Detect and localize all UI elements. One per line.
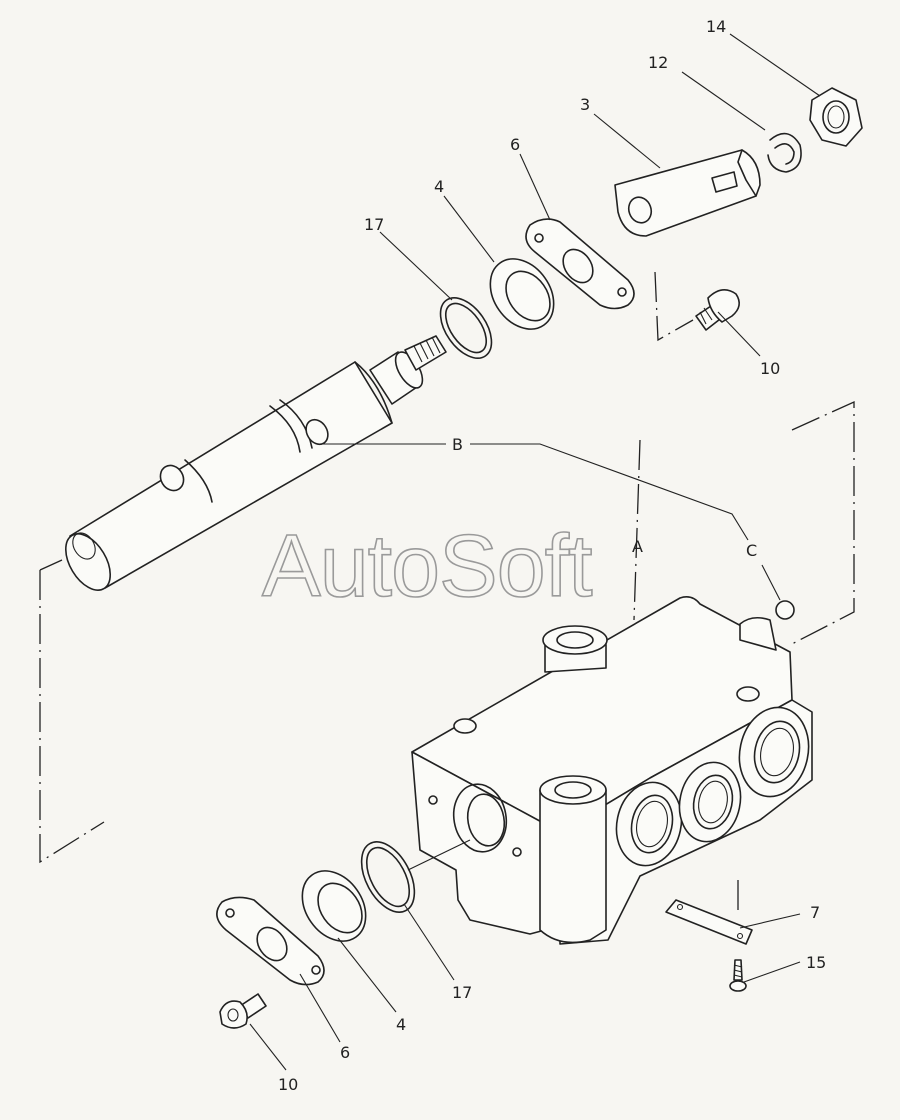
- callout-17-bottom: 17: [452, 983, 472, 1002]
- seal-ring-top: [489, 258, 555, 330]
- callout-C: C: [746, 541, 757, 560]
- callout-14: 14: [706, 17, 726, 36]
- callout-4-top: 4: [434, 177, 444, 196]
- assembly-axis-lines: [39, 271, 855, 910]
- callout-7: 7: [810, 903, 820, 922]
- callout-12: 12: [648, 53, 668, 72]
- leader-lines: [249, 33, 821, 1071]
- spool-shaft: [64, 335, 447, 591]
- callout-labels: 14 12 3 6 4 17 10 B A C 7 15 17 4 6 10: [278, 17, 826, 1094]
- lock-washer: [767, 132, 802, 173]
- callout-A: A: [632, 537, 643, 556]
- flange-plate-top: [525, 218, 635, 310]
- callout-3: 3: [580, 95, 590, 114]
- bolt-bottom: [219, 993, 267, 1029]
- callout-10-bottom: 10: [278, 1075, 298, 1094]
- callout-B: B: [452, 435, 463, 454]
- check-ball: [775, 600, 795, 620]
- name-plate: [665, 899, 753, 945]
- callout-17-top: 17: [364, 215, 384, 234]
- callout-6-bottom: 6: [340, 1043, 350, 1062]
- callout-10-top: 10: [760, 359, 780, 378]
- callout-4-bottom: 4: [396, 1015, 406, 1034]
- seal-ring-bottom: [301, 870, 367, 942]
- drive-screw: [729, 959, 747, 992]
- valve-body: [411, 596, 813, 945]
- bolt-top: [695, 289, 740, 331]
- watermark-text: AutoSoft: [262, 516, 592, 615]
- hex-nut: [809, 87, 863, 147]
- lever-plate: [614, 149, 761, 237]
- callout-15: 15: [806, 953, 826, 972]
- callout-6-top: 6: [510, 135, 520, 154]
- flange-plate-bottom: [216, 896, 325, 986]
- o-ring-top: [439, 297, 493, 359]
- o-ring-bottom: [360, 841, 416, 913]
